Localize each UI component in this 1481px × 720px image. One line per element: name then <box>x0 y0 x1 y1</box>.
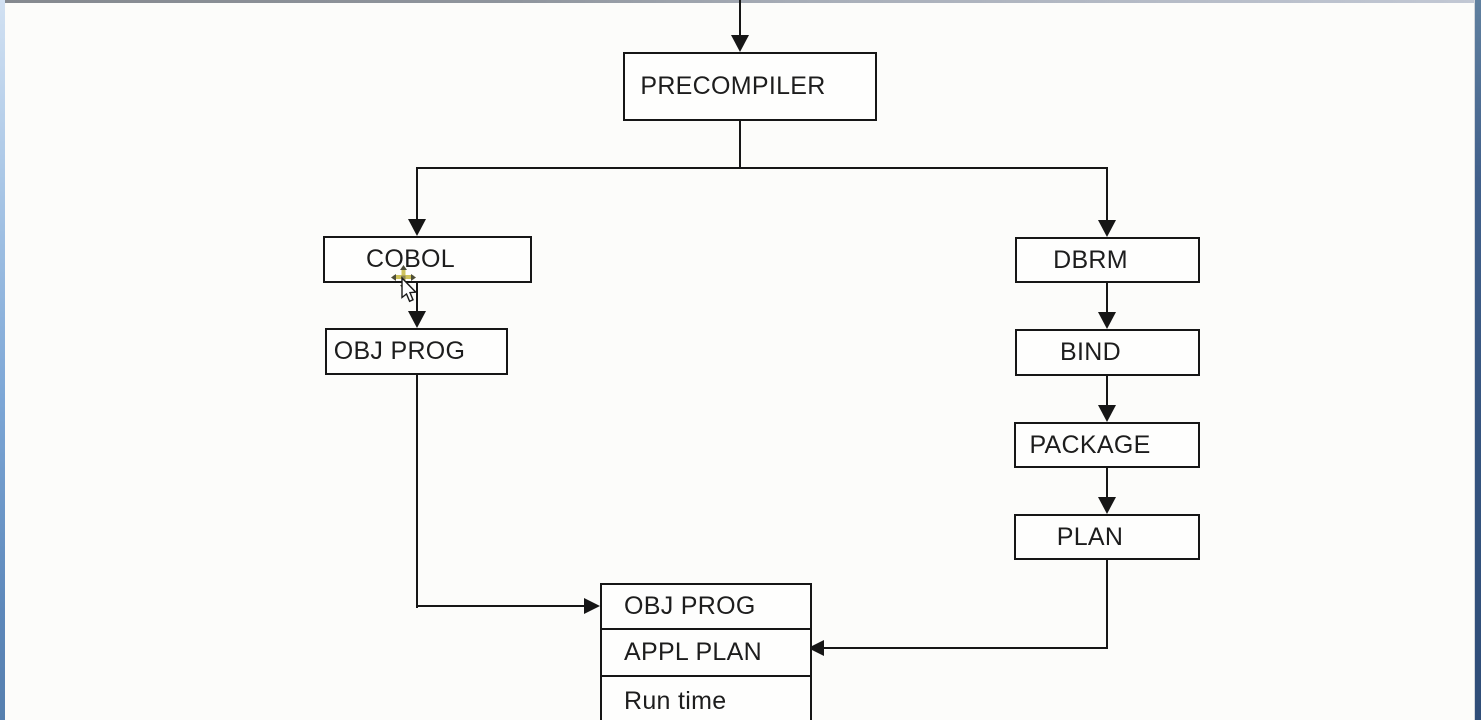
arrowhead-into-runtime-right <box>808 640 824 656</box>
node-obj-prog-label: OBJ PROG <box>333 337 466 365</box>
node-bind: BIND <box>1015 329 1200 376</box>
arrowhead-into-plan <box>1098 497 1116 514</box>
frame-right-edge <box>1474 0 1481 720</box>
node-dbrm: DBRM <box>1015 237 1200 283</box>
arrowhead-into-objprog <box>408 311 426 328</box>
node-package-label: PACKAGE <box>1029 430 1151 459</box>
frame-left-edge <box>0 0 5 720</box>
node-runtime-stack: OBJ PROG APPL PLAN Run time <box>600 583 812 720</box>
runtime-row-obj-prog-label: OBJ PROG <box>624 592 756 620</box>
connector-cobol-to-objprog <box>416 283 418 313</box>
arrow-pointer-icon <box>401 276 418 303</box>
connector-objprog-down <box>416 375 418 608</box>
connector-dbrm-to-bind <box>1106 283 1108 314</box>
arrowhead-into-dbrm <box>1098 220 1116 237</box>
arrowhead-into-runtime-left <box>584 598 600 614</box>
arrowhead-into-cobol <box>408 219 426 236</box>
connector-package-to-plan <box>1106 468 1108 499</box>
runtime-row-run-time-label: Run time <box>624 686 727 715</box>
node-bind-label: BIND <box>1060 338 1121 366</box>
node-precompiler: PRECOMPILER <box>623 52 877 121</box>
runtime-row-run-time: Run time <box>602 677 810 720</box>
runtime-row-obj-prog: OBJ PROG <box>602 585 810 630</box>
node-package: PACKAGE <box>1014 422 1200 468</box>
connector-plan-to-runtime <box>824 647 1108 649</box>
connector-bind-to-package <box>1106 376 1108 407</box>
runtime-row-appl-plan: APPL PLAN <box>602 630 810 677</box>
arrowhead-into-precompiler <box>731 35 749 52</box>
connector-objprog-to-runtime <box>416 605 586 607</box>
node-precompiler-label: PRECOMPILER <box>640 72 826 100</box>
connector-branch-to-dbrm <box>1106 167 1108 222</box>
node-plan: PLAN <box>1014 514 1200 560</box>
arrowhead-into-bind <box>1098 312 1116 329</box>
connector-precompiler-down <box>739 121 741 169</box>
node-dbrm-label: DBRM <box>1053 245 1128 274</box>
node-plan-label: PLAN <box>1056 522 1124 551</box>
connector-branch-horizontal <box>416 167 1108 169</box>
connector-plan-down <box>1106 560 1108 649</box>
connector-branch-to-cobol <box>416 167 418 221</box>
node-obj-prog: OBJ PROG <box>325 328 508 375</box>
arrowhead-into-package <box>1098 405 1116 422</box>
runtime-row-appl-plan-label: APPL PLAN <box>624 638 762 666</box>
node-cobol: COBOL <box>323 236 532 283</box>
connector-input-to-precompiler <box>739 0 741 38</box>
mouse-cursor <box>391 265 418 303</box>
node-cobol-label: COBOL <box>365 245 456 273</box>
